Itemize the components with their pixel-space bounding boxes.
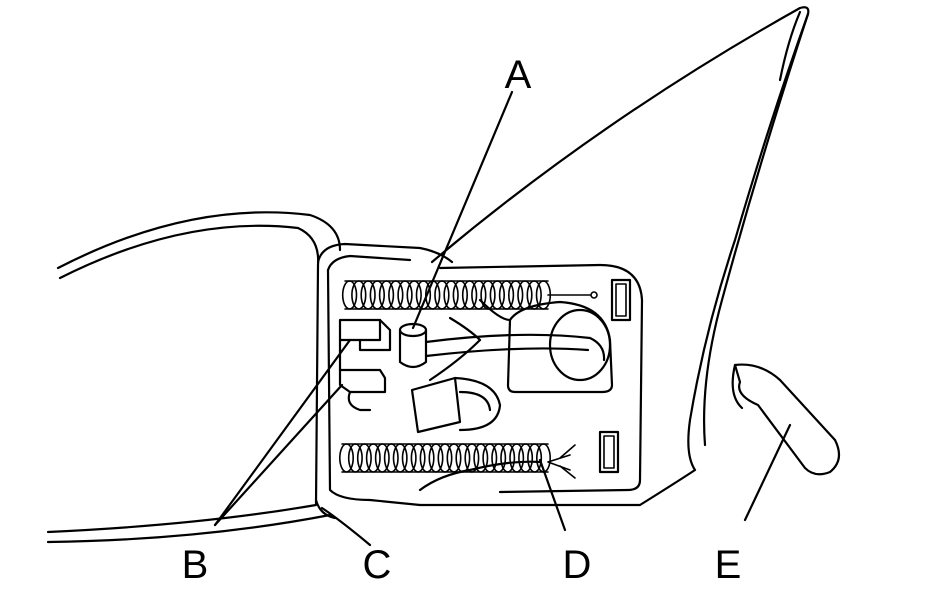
cable-clip [410,316,502,434]
leader-e [743,423,792,522]
leader-lines [213,90,792,547]
mechanism-plate [438,263,644,494]
mirror-housing [418,6,810,507]
callout-label-d: D [563,543,592,587]
mirror-glass [46,211,342,544]
spring-outline [344,280,549,310]
mechanism-curves [418,298,542,492]
control-handle [731,363,841,476]
upper-spring [341,280,552,310]
leader-b-upper [213,338,352,527]
callout-labels: A B C D E [182,53,742,587]
callout-label-a: A [505,53,532,97]
leader-b-lower [213,383,344,527]
plate-slots [598,278,632,474]
motor-cylinder [398,322,606,369]
callout-label-e: E [715,543,742,587]
leader-a [411,90,514,330]
lower-spring [338,443,551,473]
callout-label-b: B [182,543,209,587]
leader-c [320,506,372,547]
spring-hooks [547,291,598,479]
leader-d [538,458,567,532]
callout-label-c: C [363,543,392,587]
pivot-bracket [338,318,392,412]
spring-outline [341,443,549,473]
